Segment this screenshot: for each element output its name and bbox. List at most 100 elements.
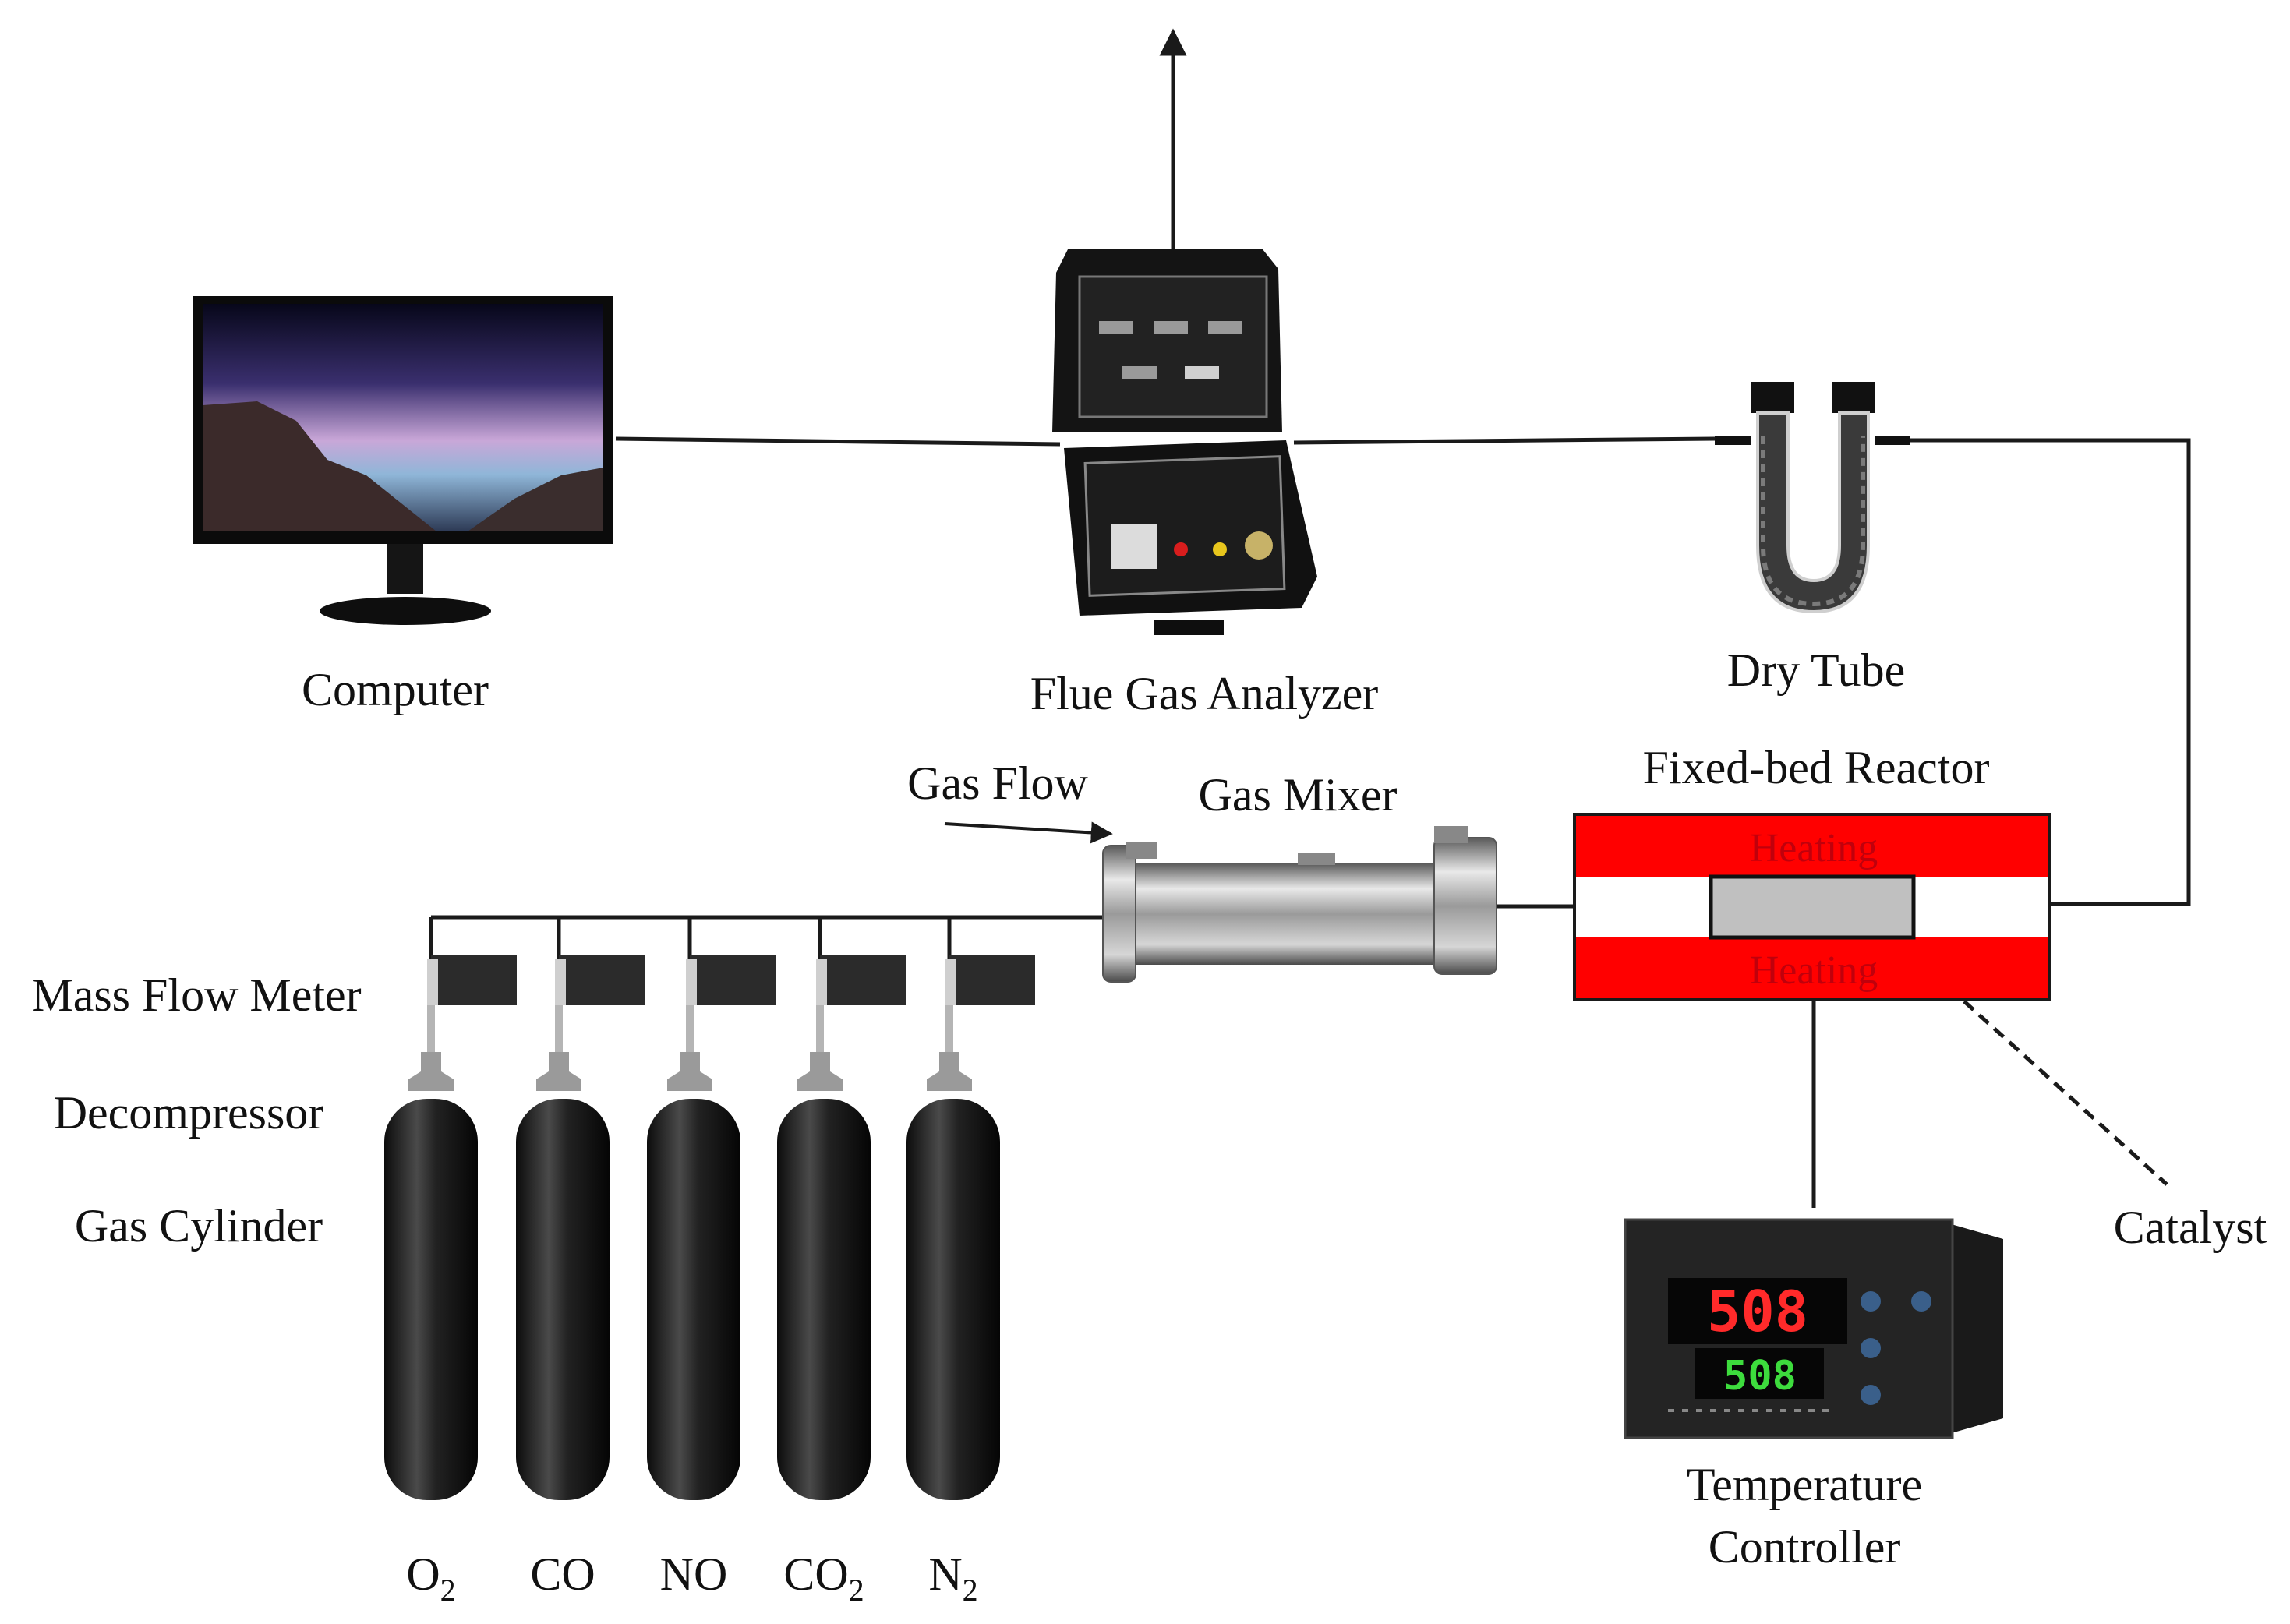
gas-label-n2: N2	[928, 1548, 977, 1608]
computer-to-analyzer-line	[615, 436, 1061, 447]
gas-mixer-body	[1122, 863, 1450, 965]
gas-mixer-flange-right	[1433, 837, 1497, 975]
fixed-bed-reactor: Heating Heating	[1573, 813, 2051, 1001]
gas-unit-o2	[384, 955, 517, 1500]
mfm-bracket-o2	[427, 959, 438, 1005]
analyzer-to-dry-tube-line	[1293, 436, 1716, 445]
controller-pv-window	[1668, 1278, 1847, 1344]
label-catalyst: Catalyst	[2114, 1202, 2267, 1253]
gas-label-subscript: 2	[849, 1573, 864, 1608]
labels: Computer Flue Gas Analyzer Dry Tube Fixe…	[31, 644, 2267, 1573]
mfm-bracket-no	[686, 959, 697, 1005]
mass-flow-meter-co2	[820, 955, 906, 1005]
mass-flow-meter-co	[559, 955, 645, 1005]
gas-cylinder-o2	[384, 1099, 478, 1500]
mass-flow-meter-o2	[431, 955, 517, 1005]
label-gas-flow: Gas Flow	[907, 757, 1088, 809]
flue-gas-analyzer	[1052, 249, 1317, 635]
catalyst-bed	[1709, 874, 1916, 940]
gas-cylinder-n2	[906, 1099, 1000, 1500]
decompressor-co	[536, 1052, 581, 1091]
analyzer-yellow-button	[1213, 542, 1227, 556]
gas-mixer-port-left	[1126, 842, 1157, 859]
gas-label-base: O	[406, 1548, 440, 1600]
gas-label-subscript: 2	[963, 1573, 978, 1608]
controller-button-4	[1861, 1385, 1881, 1405]
catalyst-pointer-line	[1963, 1000, 2168, 1186]
decompressor-n2	[927, 1052, 972, 1091]
label-temperature-controller-line2: Controller	[1709, 1521, 1901, 1573]
decompressor-o2	[408, 1052, 454, 1091]
analyzer-display	[1111, 524, 1157, 569]
heating-zone-bottom	[1576, 937, 2048, 998]
gas-unit-no	[647, 955, 776, 1500]
gas-cylinder-co	[516, 1099, 610, 1500]
dry-tube	[1715, 382, 1910, 614]
temperature-controller: 508 508	[1624, 1218, 2003, 1439]
label-gas-cylinder: Gas Cylinder	[75, 1200, 323, 1252]
gas-cylinder-no	[647, 1099, 740, 1500]
label-gas-mixer: Gas Mixer	[1199, 769, 1398, 821]
dry-tube-cap-right	[1832, 382, 1875, 413]
gas-mixer-port-top	[1298, 853, 1335, 865]
mfm-bracket-co	[555, 959, 566, 1005]
gas-label-subscript: 2	[440, 1573, 456, 1608]
label-dry-tube: Dry Tube	[1727, 644, 1905, 696]
monitor-base	[320, 597, 491, 625]
analyzer-lid-indicator-4	[1122, 366, 1157, 379]
computer-monitor	[193, 296, 613, 625]
label-mass-flow-meter: Mass Flow Meter	[31, 969, 361, 1021]
analyzer-lid-panel	[1078, 275, 1268, 418]
gas-unit-n2	[906, 955, 1035, 1500]
monitor-landscape-right	[468, 468, 603, 531]
controller-button-1	[1861, 1291, 1881, 1312]
label-computer: Computer	[302, 664, 489, 715]
gas-label-co2: CO2	[783, 1548, 864, 1608]
mass-flow-meter-no	[690, 955, 776, 1005]
label-decompressor: Decompressor	[54, 1087, 324, 1139]
heating-label-top: Heating	[1750, 826, 1878, 870]
dry-tube-cap-left	[1751, 382, 1794, 413]
controller-sv-display: 508	[1723, 1353, 1797, 1400]
controller-button-2	[1911, 1291, 1931, 1312]
monitor-neck	[387, 544, 423, 594]
mfm-bracket-co2	[816, 959, 827, 1005]
gas-mixer	[1102, 826, 1497, 983]
analyzer-lid-indicator-3	[1208, 321, 1242, 334]
analyzer-lid-indicator-2	[1154, 321, 1188, 334]
monitor-landscape	[203, 401, 436, 531]
analyzer-gauge	[1245, 531, 1273, 560]
heating-zone-top	[1576, 816, 2048, 877]
gas-label-o2: O2	[406, 1548, 455, 1608]
analyzer-red-button	[1174, 542, 1188, 556]
gas-mixer-port-right	[1434, 826, 1468, 843]
mfm-bracket-n2	[945, 959, 956, 1005]
gas-flow-arrow	[944, 821, 1113, 844]
gas-label-base: CO	[783, 1548, 848, 1600]
label-fixed-bed-reactor: Fixed-bed Reactor	[1643, 742, 1990, 793]
gas-mixer-flange-left	[1102, 845, 1136, 983]
dry-tube-body	[1756, 411, 1870, 614]
label-temperature-controller-line1: Temperature	[1687, 1459, 1922, 1510]
gas-cylinder-co2	[777, 1099, 871, 1500]
connection-lines	[429, 28, 2191, 1208]
gas-unit-co	[516, 955, 645, 1500]
controller-pv-display: 508	[1707, 1279, 1808, 1344]
analyzer-handle	[1154, 620, 1224, 635]
gas-label-co: CO	[530, 1548, 595, 1600]
gas-label-base: CO	[530, 1548, 595, 1600]
controller-case-side	[1949, 1223, 2003, 1434]
dry-tube-to-reactor-line	[1902, 438, 2191, 906]
analyzer-lid-indicator-5	[1185, 366, 1219, 379]
gas-supply-units	[384, 955, 1035, 1500]
decompressor-co2	[797, 1052, 843, 1091]
mass-flow-meter-n2	[949, 955, 1035, 1005]
controller-sv-window	[1695, 1348, 1824, 1399]
dry-tube-packing	[1761, 436, 1865, 607]
label-flue-gas-analyzer: Flue Gas Analyzer	[1030, 668, 1379, 719]
gas-label-base: NO	[660, 1548, 728, 1600]
gas-label-no: NO	[660, 1548, 728, 1600]
heating-label-bottom: Heating	[1750, 948, 1878, 993]
